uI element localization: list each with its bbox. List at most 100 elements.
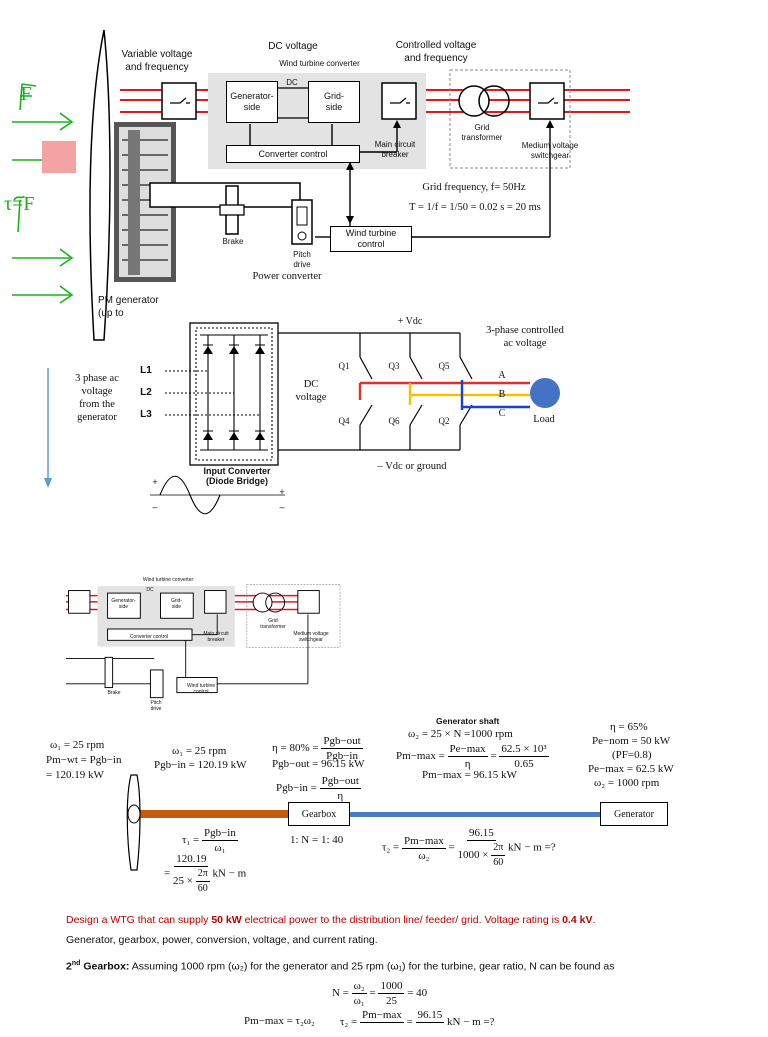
line-l3: L3 (140, 409, 152, 420)
main-circuit-breaker-label: Main circuit breaker (374, 140, 416, 159)
small-converter-diagram (66, 583, 341, 699)
line-l1: L1 (140, 365, 152, 376)
switch-q6: Q6 (388, 416, 400, 426)
calc-eta65: η = 65% (610, 721, 648, 733)
calc-w2: ω₂ = 25 × N =1000 rpm (408, 728, 513, 740)
dc-voltage-inverter-label: DC voltage (295, 379, 327, 403)
variable-voltage-label: Variable voltage and frequency (121, 49, 193, 73)
calc-pf: (PF=0.8) (612, 749, 652, 761)
sine-plus-right: + (279, 487, 285, 497)
phase-c: C (498, 408, 506, 419)
period-label: T = 1/f = 1/50 = 0.02 s = 20 ms (409, 202, 541, 213)
calc-pm-wt: Pm−wt = Pgb−in (46, 754, 122, 766)
brake-label: Brake (222, 237, 244, 246)
three-phase-ac-label: 3 phase ac voltage from the generator (75, 373, 119, 423)
small-wtc-label: Wind turbine converter (142, 577, 194, 583)
sine-minus: – (152, 502, 158, 512)
small-generator-side: Generator- side (111, 598, 136, 610)
three-phase-controlled-label: 3-phase controlled ac voltage (486, 325, 564, 349)
small-wt-control: Wind turbine control (186, 683, 216, 695)
gearbox-box: Gearbox (288, 802, 350, 826)
ratings-text: Generator, gearbox, power, conversion, v… (66, 934, 378, 946)
dc-label: DC (286, 78, 298, 87)
calc-pgb-out: Pgb−out = 96.15 kW (272, 758, 365, 770)
diodes (203, 344, 265, 440)
switch-q4: Q4 (338, 416, 350, 426)
small-grid-side: Grid- side (170, 598, 183, 610)
mv-switchgear-label: Medium voltage switchgear (521, 141, 579, 160)
calc-pm-wt-val: = 120.19 kW (46, 769, 104, 781)
generator-side-box: Generator- side (226, 81, 278, 123)
input-converter-label: Input Converter (Diode Bridge) (203, 466, 271, 486)
plus-vdc-label: + Vdc (397, 316, 423, 327)
high-speed-shaft (350, 812, 600, 817)
breaker-2 (381, 82, 417, 120)
small-mv-switchgear: Medium voltage switchgear (293, 631, 329, 643)
grid-frequency-label: Grid frequency, f= 50Hz (422, 182, 526, 193)
calc-pgb-in-b: Pgb−in = 120.19 kW (154, 759, 247, 771)
breaker-1 (161, 82, 197, 120)
grid-side-box: Grid- side (308, 81, 360, 123)
design-statement: Design a WTG that can supply 50 kW elect… (66, 914, 596, 926)
sine-minus-right: – (279, 502, 285, 512)
calc-pm-max-val: Pm−max = 96.15 kW (422, 769, 517, 781)
pm-generator-label: PM generator (up to (98, 295, 159, 319)
calc-w2-b: ω₂ = 1000 rpm (594, 777, 660, 789)
small-pitch-drive: Pitch drive (150, 700, 162, 712)
switch-q5: Q5 (438, 361, 450, 371)
wind-turbine-converter-label: Wind turbine converter (279, 59, 360, 68)
switch-q1: Q1 (338, 361, 350, 371)
handwritten-torque: τ=F (4, 193, 35, 215)
generator-box: Generator (600, 802, 668, 826)
calc-ratio: 1: N = 1: 40 (290, 834, 344, 846)
small-brake: Brake (107, 690, 121, 696)
transformer-coil-2 (478, 85, 510, 117)
handwritten-f: F (20, 83, 32, 105)
minus-vdc-label: – Vdc or ground (377, 461, 447, 472)
small-mcb: Main circuit breaker (203, 631, 229, 643)
dc-voltage-label: DC voltage (268, 41, 318, 52)
controlled-voltage-label: Controlled voltage and frequency (395, 40, 477, 64)
phase-wires (358, 380, 530, 410)
phase-a: A (498, 370, 506, 381)
calc-w1-b: ω₁ = 25 rpm (172, 745, 227, 757)
calc-gen-shaft: Generator shaft (436, 716, 500, 726)
switch-q3: Q3 (388, 361, 400, 371)
turbine-blade (89, 29, 111, 341)
breaker-3 (529, 82, 565, 120)
bottom-tau-eq: τ₂ = Pm−max = 96.15 kN − m =? (340, 1009, 495, 1029)
calc-w1-a: ω₁ = 25 rpm (50, 739, 105, 751)
load-label: Load (533, 414, 555, 425)
small-converter-control: Converter control (129, 634, 169, 640)
grid-transformer-label: Grid transformer (461, 123, 503, 142)
calc-pe-max: Pe−max = 62.5 kW (588, 763, 674, 775)
small-dc-label: DC (146, 587, 154, 593)
line-l2: L2 (140, 387, 152, 398)
switch-legs (359, 333, 473, 450)
power-converter-label: Power converter (252, 271, 322, 282)
calc-pe-nom: Pe−nom = 50 kW (592, 735, 671, 747)
converter-control-box: Converter control (226, 145, 360, 163)
wind-turbine-control-box: Wind turbine control (330, 226, 412, 252)
pitch-drive-label: Pitch drive (293, 250, 311, 269)
diode-bridge (165, 322, 279, 466)
low-speed-shaft (137, 810, 292, 818)
transformer-coil-1 (458, 85, 490, 117)
sine-plus: + (152, 477, 158, 487)
gearbox-text: 2nd Gearbox: Assuming 1000 rpm (ω₂) for … (66, 960, 615, 973)
pink-highlight (42, 141, 76, 173)
switch-q2: Q2 (438, 416, 450, 426)
main-shaft (149, 182, 301, 208)
load-circle (530, 378, 560, 408)
bottom-p-eq: Pm−max = τ₂ω₂ (244, 1015, 315, 1027)
phase-b: B (498, 389, 506, 400)
small-grid-transformer: Grid transformer (260, 618, 286, 630)
grid-dashed-box (449, 69, 571, 169)
